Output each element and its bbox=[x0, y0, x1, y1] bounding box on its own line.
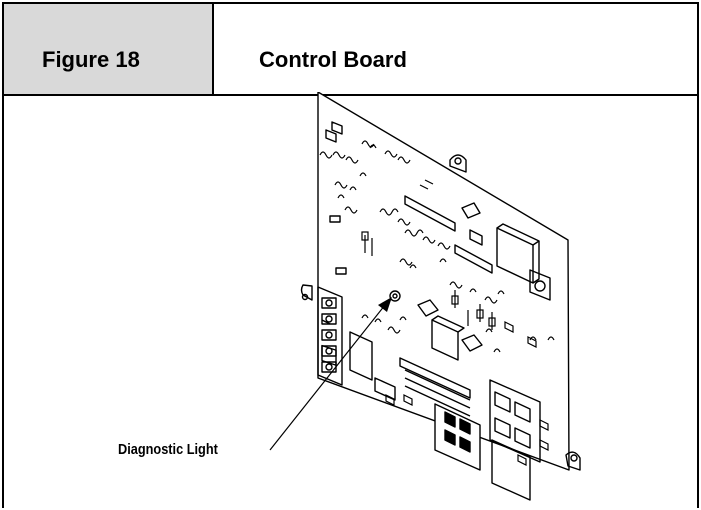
molex-connector bbox=[491, 439, 531, 501]
plug-connector bbox=[374, 377, 396, 401]
fuse-holder bbox=[529, 269, 551, 301]
figure-number: Figure 18 bbox=[42, 47, 140, 72]
connector-strip bbox=[404, 195, 456, 232]
pin-header bbox=[399, 357, 471, 399]
electrolytic-capacitor bbox=[417, 299, 439, 317]
terminal-block bbox=[317, 286, 343, 386]
figure-header: Figure 18 Control Board bbox=[4, 4, 697, 96]
molex-connector bbox=[489, 379, 541, 463]
diagnostic-led bbox=[389, 290, 401, 302]
callout-diagnostic-light: Diagnostic Light bbox=[118, 441, 218, 458]
callout-leader bbox=[269, 304, 386, 451]
figure-number-cell: Figure 18 bbox=[4, 4, 214, 94]
relay-block bbox=[431, 319, 459, 361]
mounting-tab bbox=[300, 284, 313, 301]
callout-arrowhead bbox=[378, 297, 392, 312]
connector-strip bbox=[454, 244, 493, 274]
control-board-diagram bbox=[269, 92, 581, 501]
capacitor bbox=[349, 331, 373, 381]
figure-title: Control Board bbox=[259, 47, 407, 72]
electrolytic-capacitor bbox=[461, 334, 483, 352]
mounting-tab bbox=[449, 154, 467, 173]
mounting-tab bbox=[565, 451, 581, 471]
board-outline bbox=[317, 92, 570, 471]
